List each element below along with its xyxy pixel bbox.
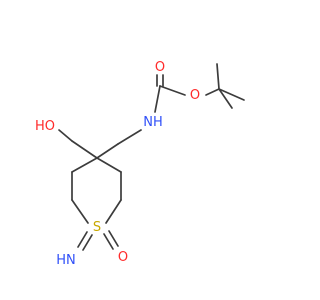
ester-oxygen-label: O	[190, 88, 200, 103]
bond-s-o-double-1	[103, 233, 114, 250]
atom-labels: O O NH HO S O HN	[35, 60, 200, 268]
bond-s-n-double-1	[77, 231, 88, 248]
bond-ring-3	[105, 199, 122, 224]
hydroxyl-label: HO	[35, 119, 55, 134]
bond-tbu-c2	[218, 88, 245, 101]
imine-hn-label: HN	[56, 253, 76, 268]
bond-quaternary-ch2oh	[71, 140, 98, 159]
bond-s-o-double-2	[108, 230, 119, 247]
bond-o-carbonyl-c	[159, 85, 186, 96]
amine-nh-label: NH	[143, 115, 163, 130]
bond-ch2-quaternary	[96, 143, 119, 159]
sulfoxide-oxygen-label: O	[118, 250, 128, 265]
bond-tbu-o	[205, 88, 220, 96]
bond-ch2-oh	[58, 129, 73, 142]
bond-s-n-double-2	[82, 234, 93, 251]
bonds	[58, 63, 245, 251]
bond-carbonyl-c-n	[154, 85, 161, 113]
bond-ring-4	[71, 199, 89, 224]
carbonyl-oxygen-label: O	[155, 60, 165, 75]
molecule-structure: O O NH HO S O HN	[35, 60, 245, 268]
bond-tbu-c1	[216, 63, 220, 90]
sulfur-label: S	[93, 220, 101, 235]
bond-ring-1	[96, 157, 122, 173]
bond-tbu-c3	[218, 88, 233, 109]
bond-n-ch2	[117, 129, 142, 145]
bond-ring-6	[71, 157, 98, 173]
